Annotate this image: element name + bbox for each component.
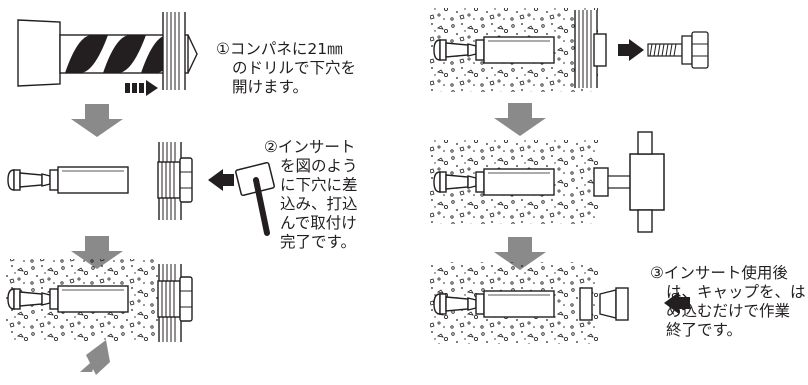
step-bolt-panel xyxy=(430,8,709,92)
step-placed-panel xyxy=(5,259,193,375)
step-cap-panel xyxy=(430,262,690,344)
step-3-caption: ③インサート使用後 は、キャップを、は め込むだけで作業 終了です。 xyxy=(650,264,806,340)
cap-icon xyxy=(599,287,629,321)
step-2-line-5: んで取付け xyxy=(280,214,357,232)
feed-arrow-icon xyxy=(125,80,158,96)
step-2-caption: ②インサート を図のよう に下穴に差 込み、打込 んで取付け 完了です。 xyxy=(264,138,358,252)
step-2-line-3: に下穴に差 xyxy=(280,176,358,194)
step-2-line-1: ②インサート xyxy=(264,138,356,156)
step-3-line-3: め込むだけで作業 xyxy=(666,302,791,320)
bolt-icon xyxy=(647,31,709,69)
step-1-caption: ①コンパネに21㎜ のドリルで下穴を 開けます。 xyxy=(216,40,356,97)
step-2-line-6: 完了です。 xyxy=(280,233,356,251)
step-strip-panel xyxy=(430,131,665,233)
step-3-line-1: ③インサート使用後 xyxy=(650,264,788,282)
step-insert-panel xyxy=(7,141,275,236)
hammer-icon xyxy=(235,161,275,236)
step-1-line-3: 開けます。 xyxy=(232,78,308,96)
drill-chuck-icon xyxy=(17,19,61,87)
step-3-line-4: 終了です。 xyxy=(666,321,742,339)
step-2-line-2: を図のよう xyxy=(280,157,358,175)
step-drill-panel xyxy=(17,11,198,96)
pour-arrow-icon xyxy=(86,340,110,375)
clamp-icon xyxy=(607,131,665,233)
step-1-line-1: ①コンパネに21㎜ xyxy=(216,40,343,58)
step-2-line-4: 込み、打込 xyxy=(280,195,358,213)
step-1-line-2: のドリルで下穴を xyxy=(232,59,357,77)
step-3-line-2: は、キャップを、は xyxy=(666,283,806,301)
